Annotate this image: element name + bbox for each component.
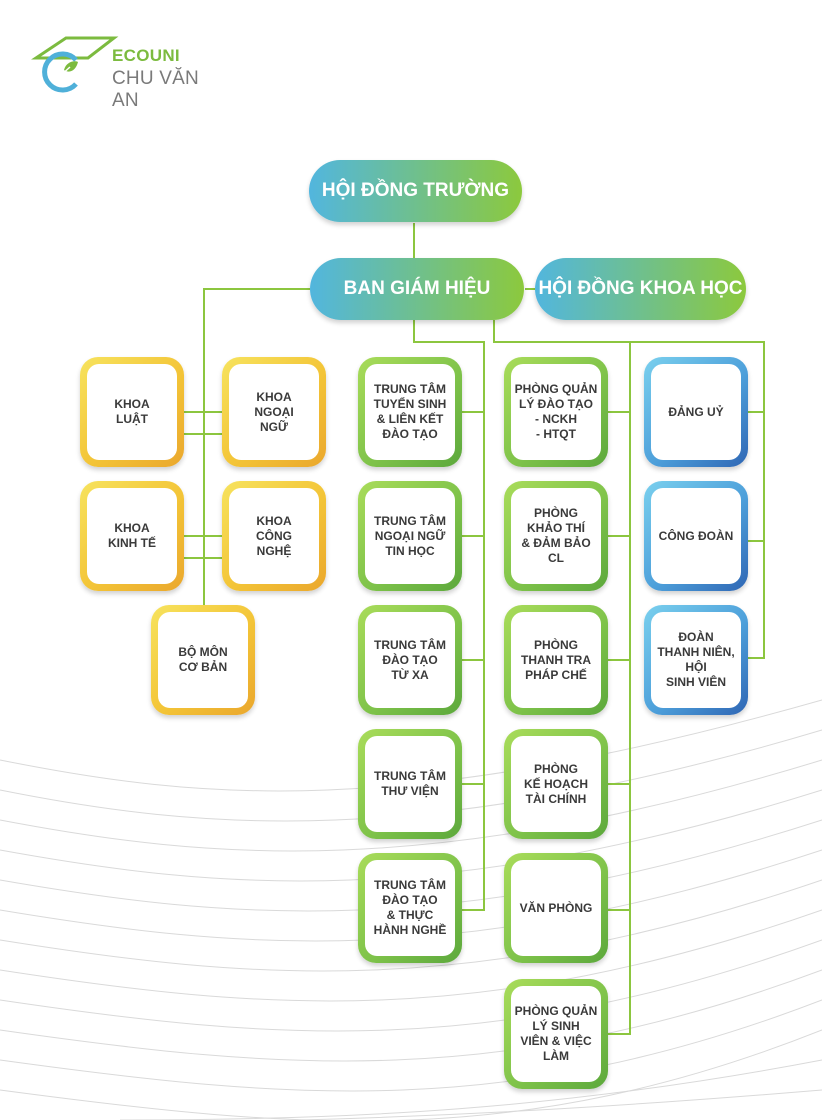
node-bo-mon-co-ban: BỘ MÔN CƠ BẢN [151,605,255,715]
node-khoa-kinh-te: KHOA KINH TẾ [80,481,184,591]
node-tt-thuc-hanh-nghe: TRUNG TÂM ĐÀO TẠO & THỰC HÀNH NGHỀ [358,853,462,963]
logo-brand-text: ECOUNI [112,46,180,65]
node-hoi-dong-truong: HỘI ĐỒNG TRƯỜNG [309,160,522,222]
node-phong-quan-ly-dao-tao: PHÒNG QUẢN LÝ ĐÀO TẠO - NCKH - HTQT [504,357,608,467]
ecouni-logo: ECOUNI CHU VĂN AN [30,34,220,111]
node-tt-tuyen-sinh: TRUNG TÂM TUYỂN SINH & LIÊN KẾT ĐÀO TẠO [358,357,462,467]
node-label: CÔNG ĐOÀN [658,528,734,543]
node-label: TRUNG TÂM TUYỂN SINH & LIÊN KẾT ĐÀO TẠO [373,382,447,441]
node-van-phong: VĂN PHÒNG [504,853,608,963]
node-label: KHOA KINH TẾ [108,521,156,550]
node-label: KHOA LUẬT [114,397,150,426]
node-khoa-ngoai-ngu: KHOA NGOẠI NGỮ [222,357,326,467]
logo-school-name: CHU VĂN AN [112,68,199,111]
node-label: ĐOÀN THANH NIÊN, HỘI SINH VIÊN [657,630,735,689]
node-label: ĐẢNG UỶ [668,404,724,419]
node-label: PHÒNG KẾ HOẠCH TÀI CHÍNH [523,761,588,806]
node-hoi-dong-khoa-hoc: HỘI ĐỒNG KHOA HỌC [535,258,746,320]
node-phong-khao-thi: PHÒNG KHẢO THÍ & ĐẢM BẢO CL [504,481,608,591]
node-khoa-luat: KHOA LUẬT [80,357,184,467]
node-label: TRUNG TÂM THƯ VIỆN [374,769,446,798]
node-label: PHÒNG THANH TRA PHÁP CHẾ [521,637,591,682]
node-label: VĂN PHÒNG [519,900,593,915]
node-label: BỘ MÔN CƠ BẢN [178,645,228,674]
node-label: KHOA CÔNG NGHỆ [256,513,292,558]
node-cong-doan: CÔNG ĐOÀN [644,481,748,591]
node-tt-dao-tao-tu-xa: TRUNG TÂM ĐÀO TẠO TỪ XA [358,605,462,715]
node-dang-uy: ĐẢNG UỶ [644,357,748,467]
node-ban-giam-hieu: BAN GIÁM HIỆU [310,258,524,320]
node-phong-quan-ly-sinh-vien: PHÒNG QUẢN LÝ SINH VIÊN & VIỆC LÀM [504,979,608,1089]
logo-leaf-icon [31,36,119,93]
node-doan-thanh-nien: ĐOÀN THANH NIÊN, HỘI SINH VIÊN [644,605,748,715]
node-tt-ngoai-ngu-tin-hoc: TRUNG TÂM NGOẠI NGỮ TIN HỌC [358,481,462,591]
node-label: PHÒNG QUẢN LÝ ĐÀO TẠO - NCKH - HTQT [514,382,598,441]
node-label: TRUNG TÂM ĐÀO TẠO TỪ XA [374,637,446,682]
node-label: KHOA NGOẠI NGỮ [254,389,294,434]
node-phong-thanh-tra: PHÒNG THANH TRA PHÁP CHẾ [504,605,608,715]
node-tt-thu-vien: TRUNG TÂM THƯ VIỆN [358,729,462,839]
node-label: PHÒNG KHẢO THÍ & ĐẢM BẢO CL [521,506,591,565]
node-label: TRUNG TÂM NGOẠI NGỮ TIN HỌC [374,513,446,558]
node-label: PHÒNG QUẢN LÝ SINH VIÊN & VIỆC LÀM [514,1004,598,1063]
node-khoa-cong-nghe: KHOA CÔNG NGHỆ [222,481,326,591]
node-label: TRUNG TÂM ĐÀO TẠO & THỰC HÀNH NGHỀ [373,878,447,937]
node-phong-ke-hoach-tai-chinh: PHÒNG KẾ HOẠCH TÀI CHÍNH [504,729,608,839]
